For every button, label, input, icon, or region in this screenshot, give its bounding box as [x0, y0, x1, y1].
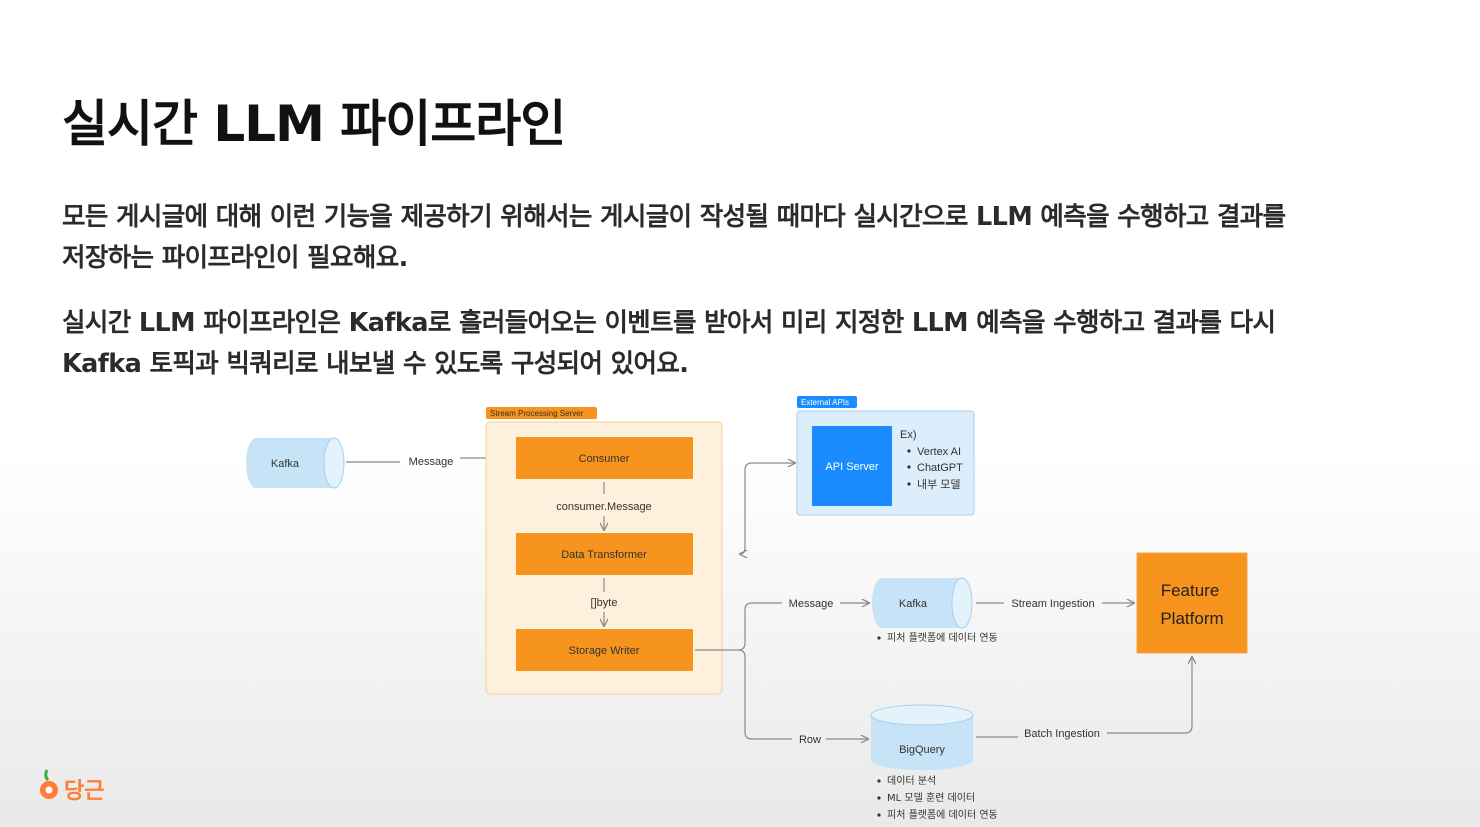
stream-ingestion-label: Stream Ingestion [1011, 598, 1094, 610]
output-kafka-cylinder: Kafka [872, 577, 973, 629]
row-label: Row [799, 734, 821, 746]
ex-label: Ex) [900, 429, 917, 441]
bigquery-label: BigQuery [899, 744, 945, 756]
source-kafka-label: Kafka [271, 458, 300, 470]
stream-server-tag: Stream Processing Server [490, 409, 584, 418]
bigquery-cylinder: BigQuery [870, 704, 974, 770]
bigquery-note-1: 데이터 분석 [887, 775, 936, 787]
paragraph-2-line-1: 실시간 LLM 파이프라인은 Kafka로 흘러들어오는 이벤트를 받아서 미리… [62, 308, 1276, 338]
api-server-box [812, 426, 892, 506]
storage-writer-label: Storage Writer [569, 645, 640, 657]
output-kafka-label: Kafka [899, 598, 928, 610]
kafka-note: 피처 플랫폼에 데이터 연동 [887, 632, 998, 644]
paragraph-1-line-2: 저장하는 파이프라인이 필요해요. [62, 243, 408, 273]
source-kafka-cylinder: Kafka [246, 437, 345, 489]
consumer-label: Consumer [579, 453, 630, 465]
example-vertex-ai: Vertex AI [917, 446, 961, 458]
batch-ingestion-label: Batch Ingestion [1024, 728, 1100, 740]
bigquery-note-3: 피처 플랫폼에 데이터 연동 [887, 809, 998, 821]
storage-writer-box [516, 629, 693, 671]
data-transformer-label: Data Transformer [561, 549, 647, 561]
external-apis-tag: External APIs [801, 398, 849, 407]
paragraph-2-line-2: Kafka 토픽과 빅쿼리로 내보낼 수 있도록 구성되어 있어요. [62, 349, 689, 379]
api-server-label: API Server [825, 461, 879, 473]
example-chatgpt: ChatGPT [917, 462, 963, 474]
writer-to-bigquery-line [737, 649, 792, 740]
byte-label: []byte [591, 597, 618, 609]
example-internal-model: 내부 모델 [917, 478, 961, 491]
feature-platform-box [1136, 552, 1248, 654]
consumer-message-label: consumer.Message [556, 501, 651, 513]
feature-platform-line-2: Platform [1160, 609, 1223, 628]
logo-text: 당근 [64, 779, 104, 804]
consumer-box [516, 437, 693, 479]
paragraph-2: 실시간 LLM 파이프라인은 Kafka로 흘러들어오는 이벤트를 받아서 미리… [62, 303, 1276, 385]
daangn-logo: 당근 [40, 769, 104, 804]
api-connector [740, 463, 795, 554]
carrot-leaf-icon [44, 769, 50, 782]
external-apis: External APIs API Server Ex) Vertex AI C… [796, 396, 975, 516]
bigquery-note-2: ML 모델 훈련 데이터 [887, 791, 975, 804]
writer-to-kafka-line [695, 602, 782, 651]
kafka-message-label: Message [789, 598, 834, 610]
batch-ingestion-arrow [1107, 657, 1192, 734]
page-title: 실시간 LLM 파이프라인 [62, 95, 566, 153]
data-transformer-box [516, 533, 693, 575]
paragraph-1: 모든 게시글에 대해 이런 기능을 제공하기 위해서는 게시글이 작성될 때마다… [62, 197, 1286, 279]
paragraph-1-line-1: 모든 게시글에 대해 이런 기능을 제공하기 위해서는 게시글이 작성될 때마다… [62, 202, 1286, 232]
feature-platform-line-1: Feature [1161, 581, 1220, 600]
message-label: Message [409, 456, 454, 468]
